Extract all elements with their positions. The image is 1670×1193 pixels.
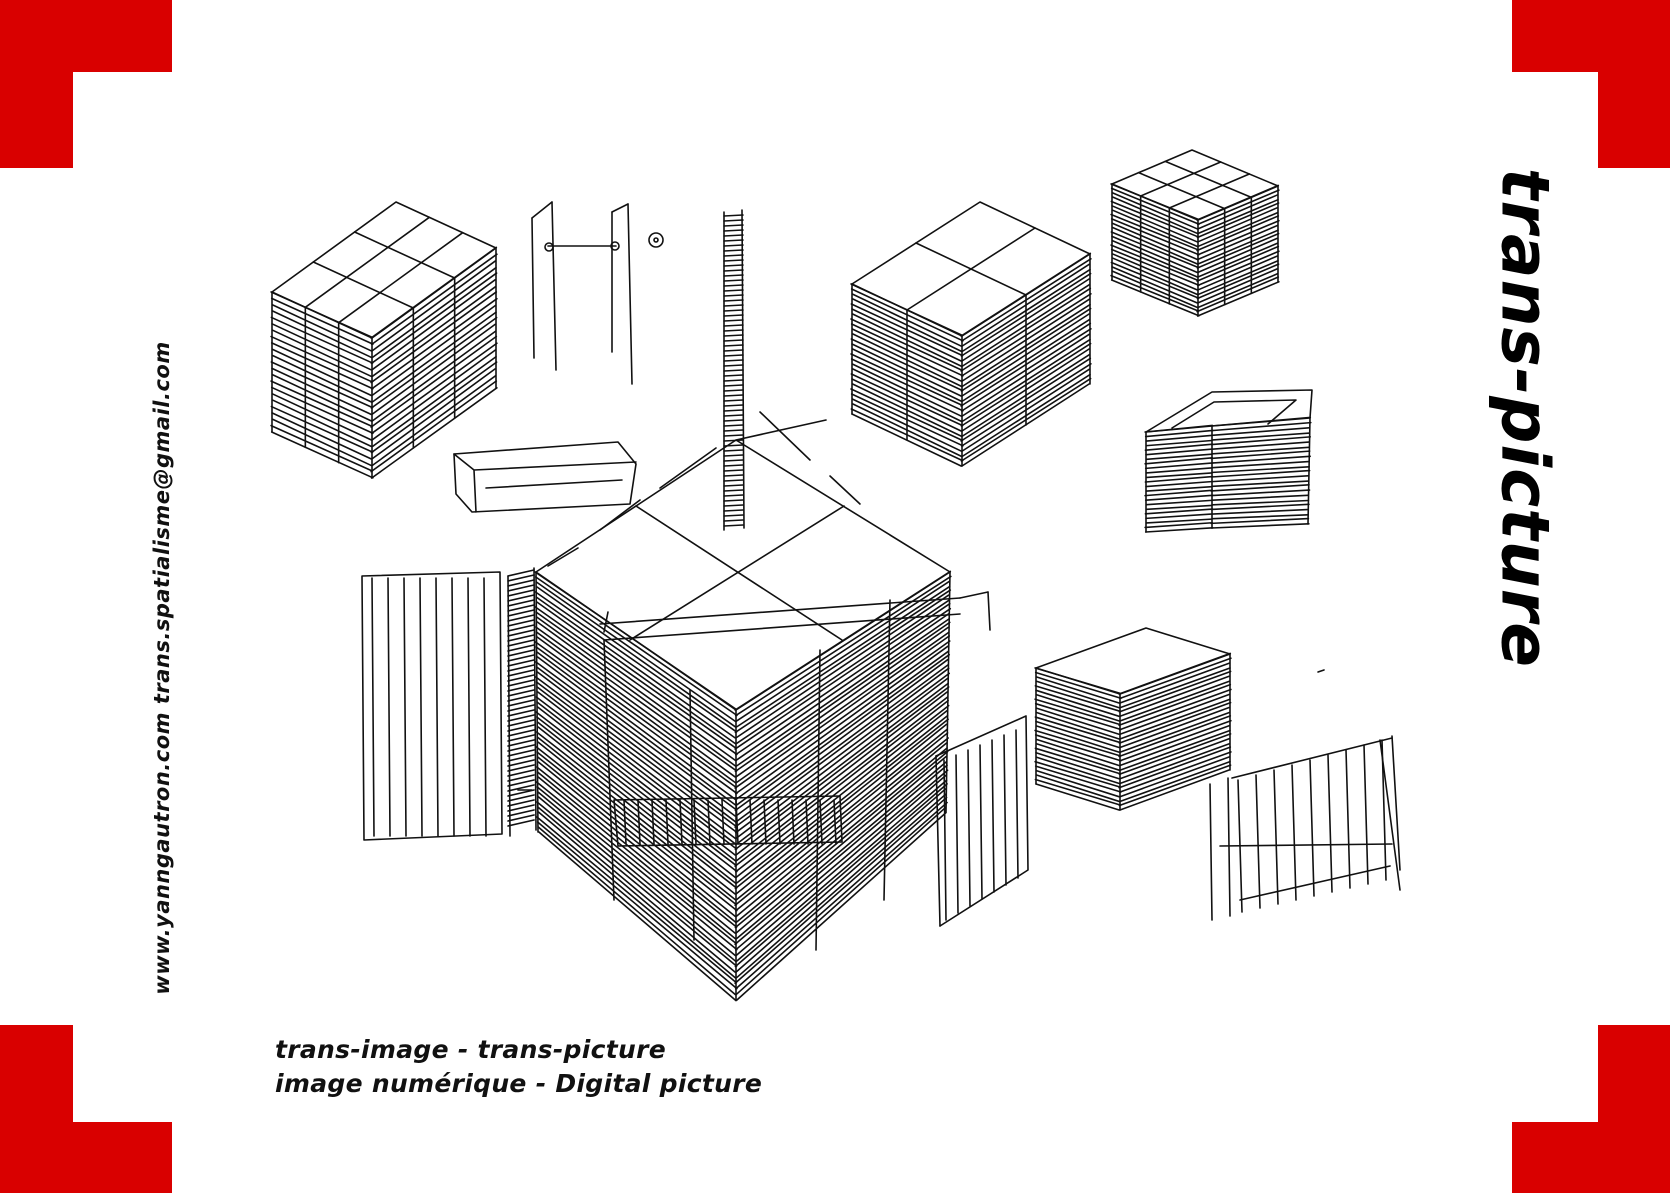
caption-line-2: image numérique - Digital picture [275, 1069, 763, 1098]
sketch-slatted-frame [1209, 735, 1401, 921]
sketch-slatted-panel [935, 715, 1029, 927]
sketch-striped-panel-left [361, 567, 537, 841]
sketch-stacked-block-top-center [850, 201, 1092, 467]
caption: trans-image - trans-picture image numéri… [275, 1033, 762, 1101]
sketch-central-cube [534, 411, 991, 1002]
sketch-stacked-block-top-left [270, 201, 498, 479]
sketch-tall-post [723, 209, 745, 531]
caption-line-1: trans-image - trans-picture [275, 1035, 666, 1064]
contact-text: www.yanngautron.com trans.spatialisme@gm… [150, 341, 174, 995]
sketch-gridded-block-top-right [1110, 149, 1280, 317]
page-title: trans-picture [1486, 167, 1564, 669]
sketch-low-box [453, 441, 637, 513]
sketch-rod-panels [531, 201, 664, 385]
sketch-open-box-right [1144, 389, 1313, 533]
sketch-stacked-block-lower-right [1034, 627, 1232, 811]
